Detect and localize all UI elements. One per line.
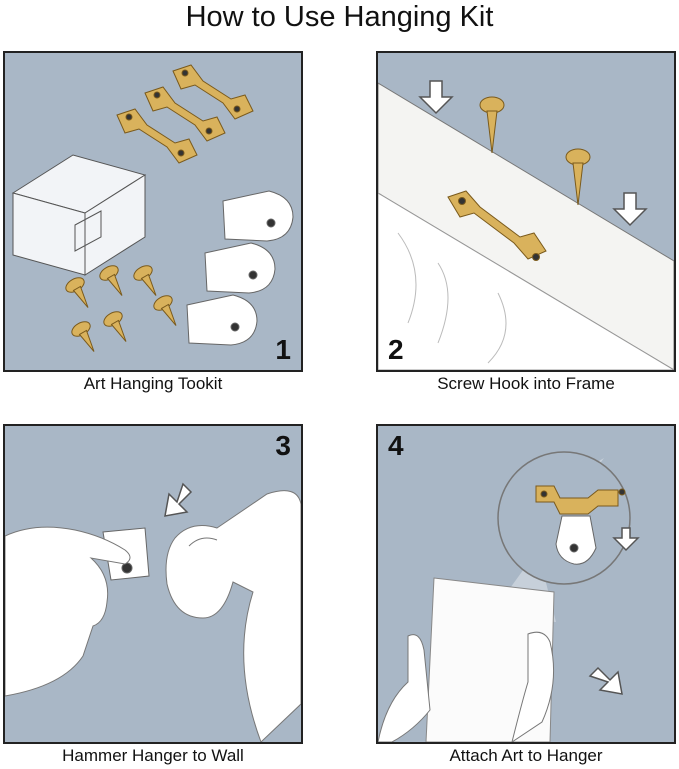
step-1-panel: 1 <box>3 51 303 372</box>
step-2-panel: 2 <box>376 51 676 372</box>
page-title: How to Use Hanging Kit <box>185 1 494 33</box>
hammer-icon <box>165 490 301 742</box>
arrow-down-icon <box>588 527 640 695</box>
step-number: 1 <box>275 334 291 365</box>
wall-hanger-icon <box>555 515 597 565</box>
step-2-caption: Screw Hook into Frame <box>437 374 615 393</box>
screw-icon <box>479 96 591 206</box>
frame-side-surface <box>378 192 674 370</box>
toolkit-illustration <box>11 64 294 352</box>
step-3-panel: 3 <box>3 424 303 744</box>
hand-icon <box>378 631 555 742</box>
frame-top-surface <box>378 82 674 370</box>
arrow-diagonal-icon <box>164 482 193 517</box>
step-4-panel: 4 <box>376 424 676 744</box>
artwork-icon <box>425 577 555 742</box>
step-number: 2 <box>388 334 404 365</box>
screw-icon <box>65 265 177 352</box>
step-1-caption: Art Hanging Tookit <box>83 374 223 393</box>
step-number: 3 <box>275 430 291 461</box>
hand-icon <box>5 526 131 697</box>
step-4-caption: Attach Art to Hanger <box>449 746 603 765</box>
wall-hanger-icon <box>186 190 294 346</box>
screw-hook-illustration <box>378 80 674 370</box>
sawtooth-hanger-icon <box>447 190 547 261</box>
hammer-illustration <box>5 482 301 742</box>
arrow-down-icon <box>418 80 648 227</box>
attach-art-illustration <box>378 451 640 742</box>
step-3-caption: Hammer Hanger to Wall <box>62 746 244 765</box>
zoom-beam <box>490 458 604 622</box>
step-number: 4 <box>388 430 404 461</box>
storage-box-icon <box>11 154 147 276</box>
sawtooth-hanger-icon <box>535 485 626 515</box>
sawtooth-hanger-icon <box>116 64 254 164</box>
